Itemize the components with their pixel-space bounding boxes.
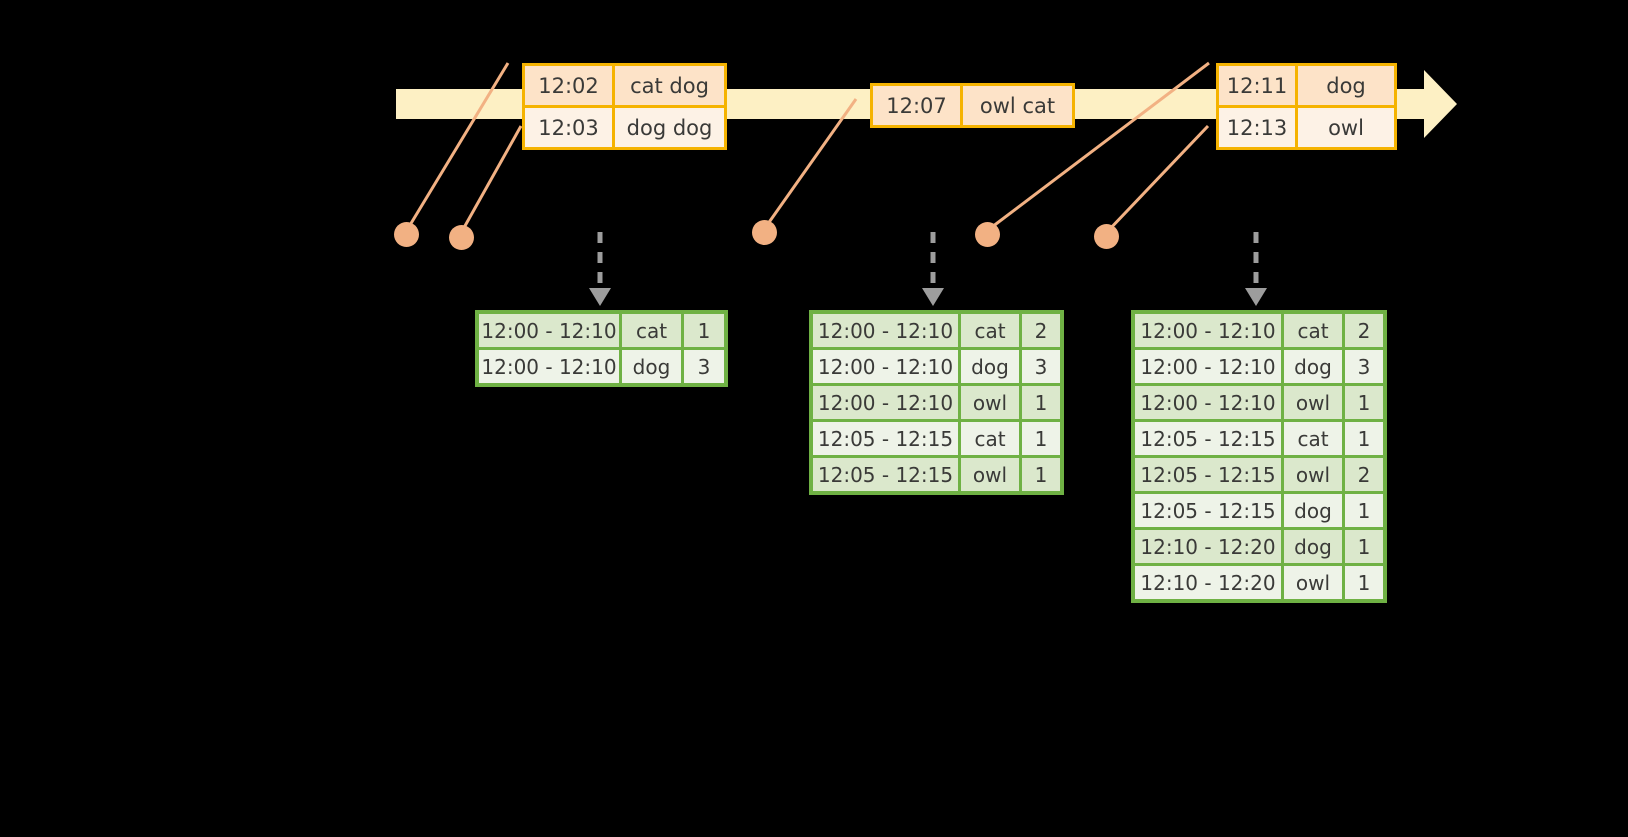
word-cell: cat: [1284, 314, 1342, 347]
event-time: 12:02: [525, 66, 612, 105]
connector-line-2: [459, 125, 523, 234]
count-cell: 3: [1022, 350, 1060, 383]
timeline-arrow-head: [1424, 70, 1457, 138]
window-cell: 12:10 - 12:20: [1135, 566, 1281, 599]
arrow-head-icon: [922, 288, 944, 306]
window-cell: 12:00 - 12:10: [1135, 350, 1281, 383]
count-cell: 1: [1345, 530, 1383, 563]
word-cell: dog: [961, 350, 1019, 383]
word-cell: cat: [1284, 422, 1342, 455]
word-cell: owl: [961, 386, 1019, 419]
count-cell: 1: [1345, 386, 1383, 419]
count-cell: 1: [1022, 458, 1060, 491]
count-cell: 3: [1345, 350, 1383, 383]
down-arrow-1: [589, 232, 611, 306]
window-cell: 12:00 - 12:10: [1135, 314, 1281, 347]
count-cell: 1: [1022, 422, 1060, 455]
count-cell: 3: [684, 350, 724, 383]
word-cell: dog: [622, 350, 681, 383]
count-cell: 1: [684, 314, 724, 347]
window-cell: 12:10 - 12:20: [1135, 530, 1281, 563]
event-words: owl cat: [960, 86, 1072, 125]
arrow-head-icon: [1245, 288, 1267, 306]
connector-dot-2: [449, 225, 474, 250]
event-time: 12:03: [525, 108, 612, 147]
window-cell: 12:00 - 12:10: [479, 350, 619, 383]
connector-dot-5: [1094, 224, 1119, 249]
connector-dot-3: [752, 220, 777, 245]
event-words: cat dog: [612, 66, 724, 105]
down-arrow-2: [922, 232, 944, 306]
event-words: dog: [1295, 66, 1394, 105]
word-cell: dog: [1284, 350, 1342, 383]
window-cell: 12:00 - 12:10: [479, 314, 619, 347]
count-cell: 2: [1345, 458, 1383, 491]
window-cell: 12:05 - 12:15: [813, 422, 958, 455]
connector-line-5: [1105, 124, 1210, 234]
event-time: 12:11: [1219, 66, 1295, 105]
word-cell: dog: [1284, 494, 1342, 527]
word-cell: cat: [961, 314, 1019, 347]
window-cell: 12:00 - 12:10: [813, 350, 958, 383]
event-time: 12:07: [873, 86, 960, 125]
word-cell: owl: [961, 458, 1019, 491]
word-cell: owl: [1284, 566, 1342, 599]
word-cell: owl: [1284, 458, 1342, 491]
down-arrow-3: [1245, 232, 1267, 306]
window-cell: 12:05 - 12:15: [813, 458, 958, 491]
word-cell: cat: [622, 314, 681, 347]
window-cell: 12:00 - 12:10: [813, 386, 958, 419]
event-words: owl: [1295, 108, 1394, 147]
connector-dot-1: [394, 222, 419, 247]
count-cell: 1: [1345, 422, 1383, 455]
count-cell: 1: [1022, 386, 1060, 419]
window-cell: 12:00 - 12:10: [1135, 386, 1281, 419]
count-cell: 2: [1345, 314, 1383, 347]
count-cell: 1: [1345, 566, 1383, 599]
event-time: 12:13: [1219, 108, 1295, 147]
word-cell: cat: [961, 422, 1019, 455]
window-cell: 12:05 - 12:15: [1135, 422, 1281, 455]
window-cell: 12:00 - 12:10: [813, 314, 958, 347]
window-cell: 12:05 - 12:15: [1135, 458, 1281, 491]
count-cell: 2: [1022, 314, 1060, 347]
count-cell: 1: [1345, 494, 1383, 527]
word-cell: dog: [1284, 530, 1342, 563]
connector-dot-4: [975, 222, 1000, 247]
word-cell: owl: [1284, 386, 1342, 419]
event-words: dog dog: [612, 108, 724, 147]
window-cell: 12:05 - 12:15: [1135, 494, 1281, 527]
arrow-head-icon: [589, 288, 611, 306]
